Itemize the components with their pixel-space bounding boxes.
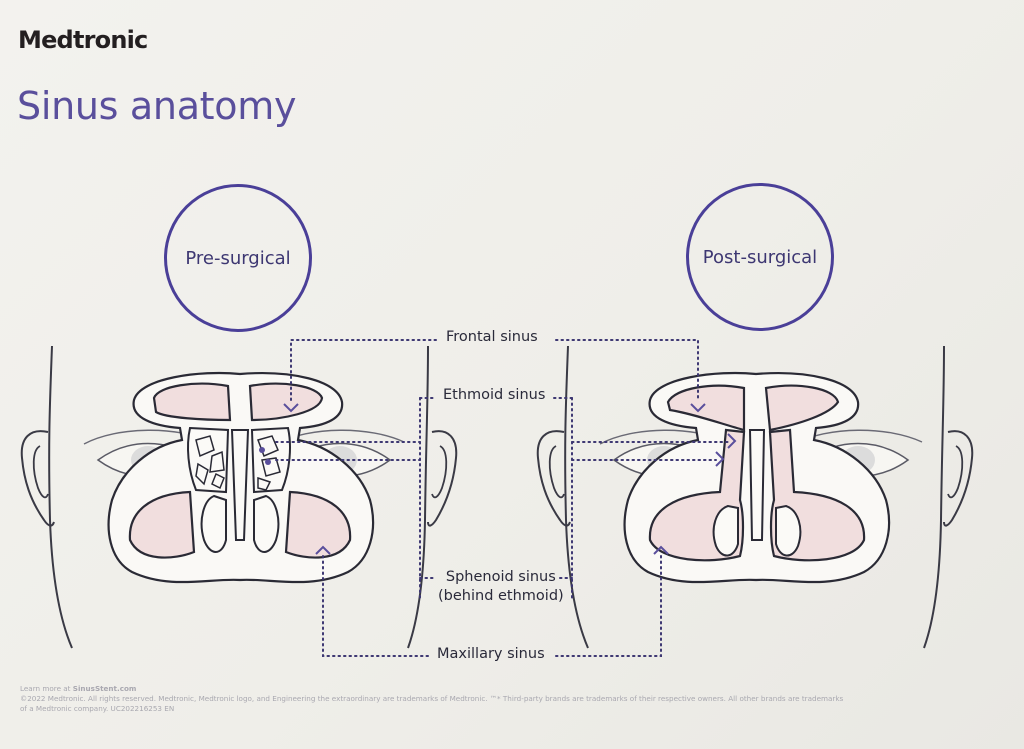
post-surgical-circle: Post-surgical [686, 183, 834, 331]
sphenoid-sinus-label-line2: (behind ethmoid) [438, 588, 564, 604]
ethmoid-sinus-label: Ethmoid sinus [443, 387, 546, 403]
footer-legal-line1: ©2022 Medtronic. All rights reserved. Me… [20, 694, 844, 703]
sphenoid-sinus-label: Sphenoid sinus (behind ethmoid) [438, 568, 564, 606]
frontal-sinus-label: Frontal sinus [446, 329, 538, 345]
footer-legal-line2: of a Medtronic company. UC202216253 EN [20, 704, 175, 713]
pre-left-face-edge [20, 345, 73, 649]
footer-learn-more: Learn more at SinusStent.com [20, 684, 1010, 694]
footer-site-link[interactable]: SinusStent.com [72, 684, 137, 693]
sphenoid-sinus-label-line1: Sphenoid sinus [445, 569, 556, 585]
maxillary-sinus-label: Maxillary sinus [437, 646, 545, 662]
pre-surgical-anatomy [20, 345, 458, 649]
pre-surgical-label: Pre-surgical [185, 247, 291, 269]
post-surgical-label: Post-surgical [702, 246, 818, 268]
footer-learn-prefix: Learn more at [20, 684, 73, 693]
page-title: Sinus anatomy [17, 84, 297, 128]
pre-surgical-circle: Pre-surgical [164, 184, 312, 332]
footer: Learn more at SinusStent.com ©2022 Medtr… [20, 684, 1010, 714]
post-surgical-anatomy [536, 345, 974, 649]
leader-lines [275, 339, 729, 657]
brand-logo: Medtronic [18, 26, 148, 54]
